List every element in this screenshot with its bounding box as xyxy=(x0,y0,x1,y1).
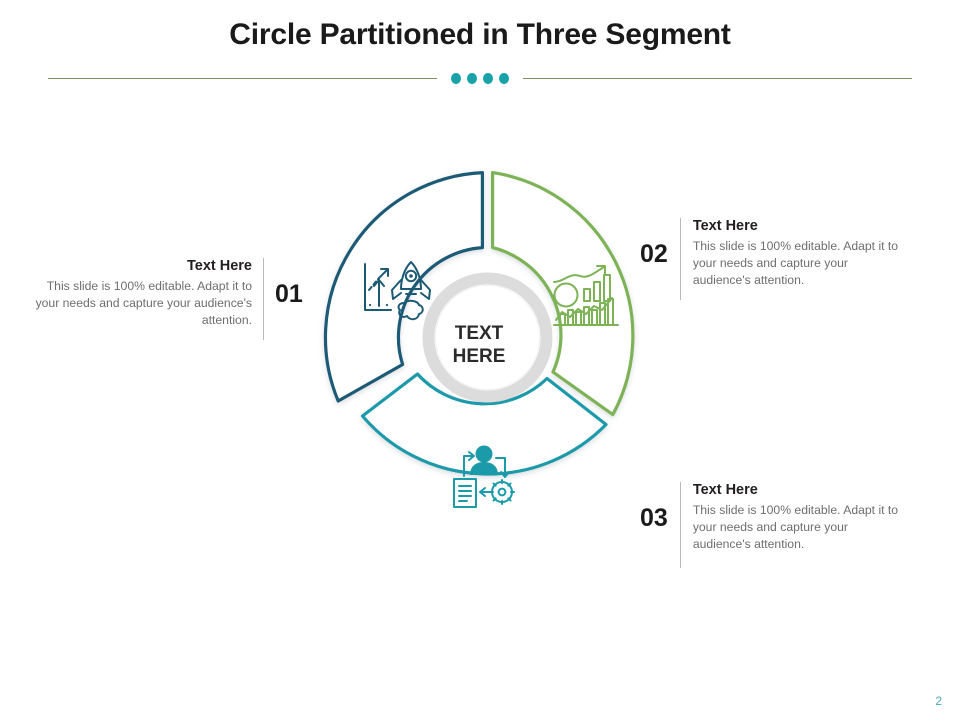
divider-dot-2 xyxy=(467,72,477,84)
info-block-02-number: 02 xyxy=(640,240,668,268)
segmented-circle-diagram xyxy=(315,165,660,510)
info-block-01[interactable]: Text Here This slide is 100% editable. A… xyxy=(30,258,303,340)
info-block-03-number: 03 xyxy=(640,504,668,532)
segment-02-shape[interactable] xyxy=(491,171,635,417)
info-block-01-heading: Text Here xyxy=(186,258,252,274)
bar-chart-trend-icon xyxy=(548,262,628,330)
divider-dot-1 xyxy=(451,72,461,84)
rocket-growth-icon xyxy=(357,256,441,328)
info-block-02[interactable]: 02 Text Here This slide is 100% editable… xyxy=(640,218,909,300)
divider-rule-left xyxy=(48,77,437,79)
divider-dot-4 xyxy=(499,72,509,84)
segment-01-shape[interactable] xyxy=(323,171,484,403)
info-block-01-number: 01 xyxy=(275,280,303,308)
divider-rule-right xyxy=(523,77,912,79)
info-block-03-heading: Text Here xyxy=(692,482,758,498)
divider-dot-3 xyxy=(483,72,493,84)
page-number: 2 xyxy=(935,694,942,708)
header-divider xyxy=(48,72,912,84)
info-block-01-body: This slide is 100% editable. Adapt it to… xyxy=(35,279,252,328)
center-disc xyxy=(435,285,540,390)
info-block-02-divider xyxy=(679,218,681,300)
info-block-03[interactable]: 03 Text Here This slide is 100% editable… xyxy=(640,482,909,568)
divider-dots xyxy=(437,72,523,84)
info-block-01-text: Text Here This slide is 100% editable. A… xyxy=(30,258,252,329)
info-block-01-divider xyxy=(263,258,264,340)
info-block-02-body: This slide is 100% editable. Adapt it to… xyxy=(692,239,899,288)
info-block-02-text: Text Here This slide is 100% editable. A… xyxy=(693,218,909,289)
page-title: Circle Partitioned in Three Segment xyxy=(229,18,731,51)
user-process-gear-icon xyxy=(440,442,528,514)
info-block-03-text: Text Here This slide is 100% editable. A… xyxy=(693,482,909,553)
info-block-02-heading: Text Here xyxy=(692,218,758,234)
info-block-03-divider xyxy=(679,482,681,568)
segment-03-shape[interactable] xyxy=(360,372,608,476)
info-block-03-body: This slide is 100% editable. Adapt it to… xyxy=(692,503,899,552)
